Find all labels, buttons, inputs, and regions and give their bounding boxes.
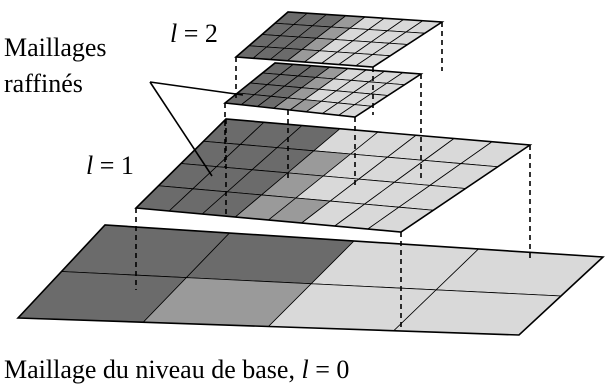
base-mesh <box>16 224 605 336</box>
projection-lines <box>135 22 531 330</box>
base-mesh-border <box>16 224 605 336</box>
caption-var: l <box>301 355 308 384</box>
level2-upper-mesh <box>234 11 445 68</box>
level2-var: l <box>170 19 177 48</box>
caption-text: Maillage du niveau de base, <box>4 355 301 384</box>
level1-var: l <box>86 151 93 180</box>
level2-eq: = 2 <box>177 19 218 48</box>
level1-label: l = 1 <box>86 151 134 180</box>
level1-mesh <box>134 118 533 233</box>
level2-lower-mesh <box>222 62 424 118</box>
pointer-to-level2 <box>149 81 244 96</box>
level1-eq: = 1 <box>93 151 134 180</box>
base-caption: Maillage du niveau de base, l = 0 <box>4 355 349 384</box>
pointer-to-level1 <box>149 81 213 177</box>
label-pointers <box>149 81 244 177</box>
refined-label-line2: raffinés <box>4 69 83 98</box>
caption-eq: = 0 <box>309 355 350 384</box>
refined-label-line1: Maillages <box>4 33 107 62</box>
level2-label: l = 2 <box>170 19 218 48</box>
